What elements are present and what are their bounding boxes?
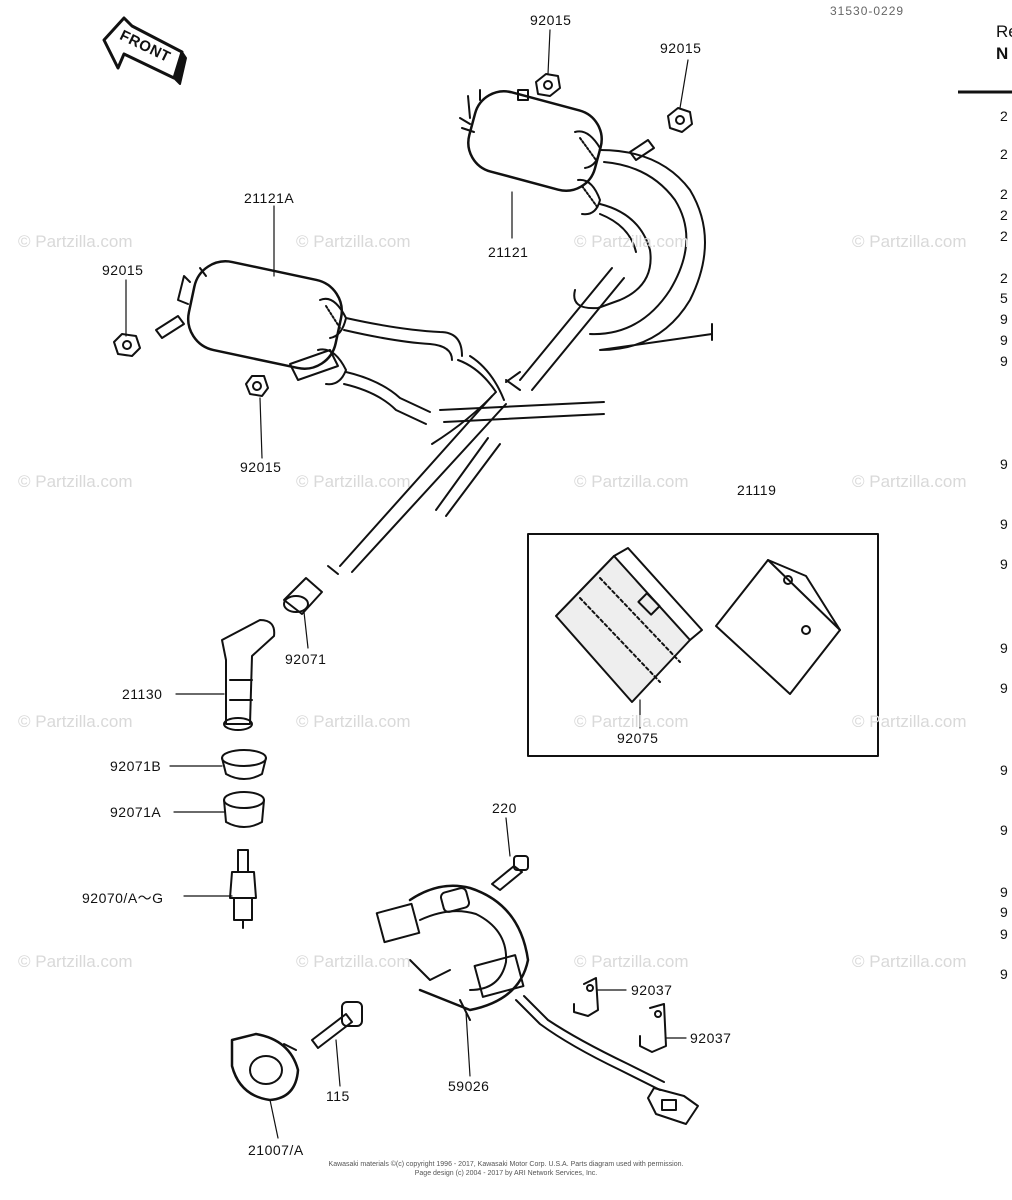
ref-col-item: 9 [1000,762,1008,778]
igniter-unit-left [555,547,703,703]
ref-col-item: 9 [1000,822,1008,838]
ref-col-item: 9 [1000,904,1008,920]
part-label-92037[interactable]: 92037 [690,1030,732,1046]
part-label-92075[interactable]: 92075 [617,730,659,746]
part-label-92071B[interactable]: 92071B [110,758,162,774]
ref-col-item: 2 [1000,228,1008,244]
part-label-92071A[interactable]: 92071A [110,804,162,820]
ref-col-item: 9 [1000,516,1008,532]
clamp-92037-a [573,977,599,1017]
ring-92071A [223,791,265,828]
watermark: © Partzilla.com [852,232,967,251]
ref-col-item: 9 [1000,332,1008,348]
ref-col-item: 2 [1000,270,1008,286]
hightension-leads-left [327,317,605,575]
plug-cap-21130 [221,619,276,731]
part-label-92070[interactable]: 92070/A～G [82,890,164,906]
ref-col-item: 5 [1000,290,1008,306]
clamp-92037-b [639,1003,667,1053]
part-label-115[interactable]: 115 [326,1088,350,1104]
pickup-coil-59026 [375,884,530,1021]
nut-92015-top [535,73,561,97]
watermark: © Partzilla.com [852,712,967,731]
watermark: © Partzilla.com [574,232,689,251]
watermark: © Partzilla.com [18,952,133,971]
part-label-92015[interactable]: 92015 [530,12,572,28]
watermark: © Partzilla.com [574,712,689,731]
bolt-top-right [629,139,655,161]
copyright-line-2: Page design (c) 2004 - 2017 by ARI Netwo… [414,1170,598,1177]
part-label-59026[interactable]: 59026 [448,1078,490,1094]
spark-plug-92070 [229,849,257,929]
ref-col-item: 2 [1000,146,1008,162]
part-label-21007[interactable]: 21007/A [248,1142,304,1158]
seal-92071 [283,577,323,615]
watermark: © Partzilla.com [852,472,967,491]
watermark: © Partzilla.com [574,472,689,491]
part-label-220[interactable]: 220 [492,800,517,816]
header-ref: Re [996,22,1012,41]
igniter-box-frame [527,533,879,757]
ref-col-item: 9 [1000,884,1008,900]
ignition-coil-left [177,260,347,386]
ref-col-item: 9 [1000,680,1008,696]
watermark: © Partzilla.com [18,472,133,491]
leader-lines [125,29,689,1139]
watermark: © Partzilla.com [296,712,411,731]
part-label-92015[interactable]: 92015 [102,262,144,278]
rotor-21007 [230,1032,300,1102]
ref-col-item: 2 [1000,186,1008,202]
header-no: N [996,44,1009,63]
ref-col-item: 9 [1000,556,1008,572]
part-label-21121[interactable]: 21121 [488,244,529,260]
ref-col-item: 9 [1000,926,1008,942]
watermark: © Partzilla.com [18,232,133,251]
part-label-21130[interactable]: 21130 [122,686,163,702]
ref-col-item: 2 [1000,108,1008,124]
part-label-92037[interactable]: 92037 [631,982,673,998]
watermark: © Partzilla.com [574,952,689,971]
part-label-92071[interactable]: 92071 [285,651,327,667]
copyright-line-1: Kawasaki materials ©(c) copyright 1996 -… [328,1161,684,1168]
igniter-unit-right [715,559,841,695]
ref-col-item: 9 [1000,640,1008,656]
ref-col-item: 9 [1000,966,1008,982]
watermark: © Partzilla.com [18,712,133,731]
nut-92015-lower [245,375,269,397]
part-label-21121A[interactable]: 21121A [244,190,295,206]
ignition-coil-upper [459,89,603,216]
ring-92071B [221,749,267,780]
screw-220 [491,855,529,891]
watermark: © Partzilla.com [852,952,967,971]
pickup-wire [515,995,699,1125]
ref-col-item: 9 [1000,311,1008,327]
hightension-leads-upper [505,149,713,391]
part-label-92015[interactable]: 92015 [660,40,702,56]
part-label-21119[interactable]: 21119 [737,482,777,498]
watermark: © Partzilla.com [296,232,411,251]
nut-92015-left [113,315,185,357]
ref-col-item: 2 [1000,207,1008,223]
bolt-115 [311,1001,363,1049]
ref-col-item: 9 [1000,353,1008,369]
ref-col-item: 9 [1000,456,1008,472]
front-arrow-icon [102,16,187,85]
copyright-footer: Kawasaki materials ©(c) copyright 1996 -… [306,1160,706,1178]
diagram-id: 31530-0229 [830,4,905,18]
part-label-92015[interactable]: 92015 [240,459,282,475]
watermark: © Partzilla.com [296,952,411,971]
watermark: © Partzilla.com [296,472,411,491]
nut-92015-top-right [667,107,693,133]
